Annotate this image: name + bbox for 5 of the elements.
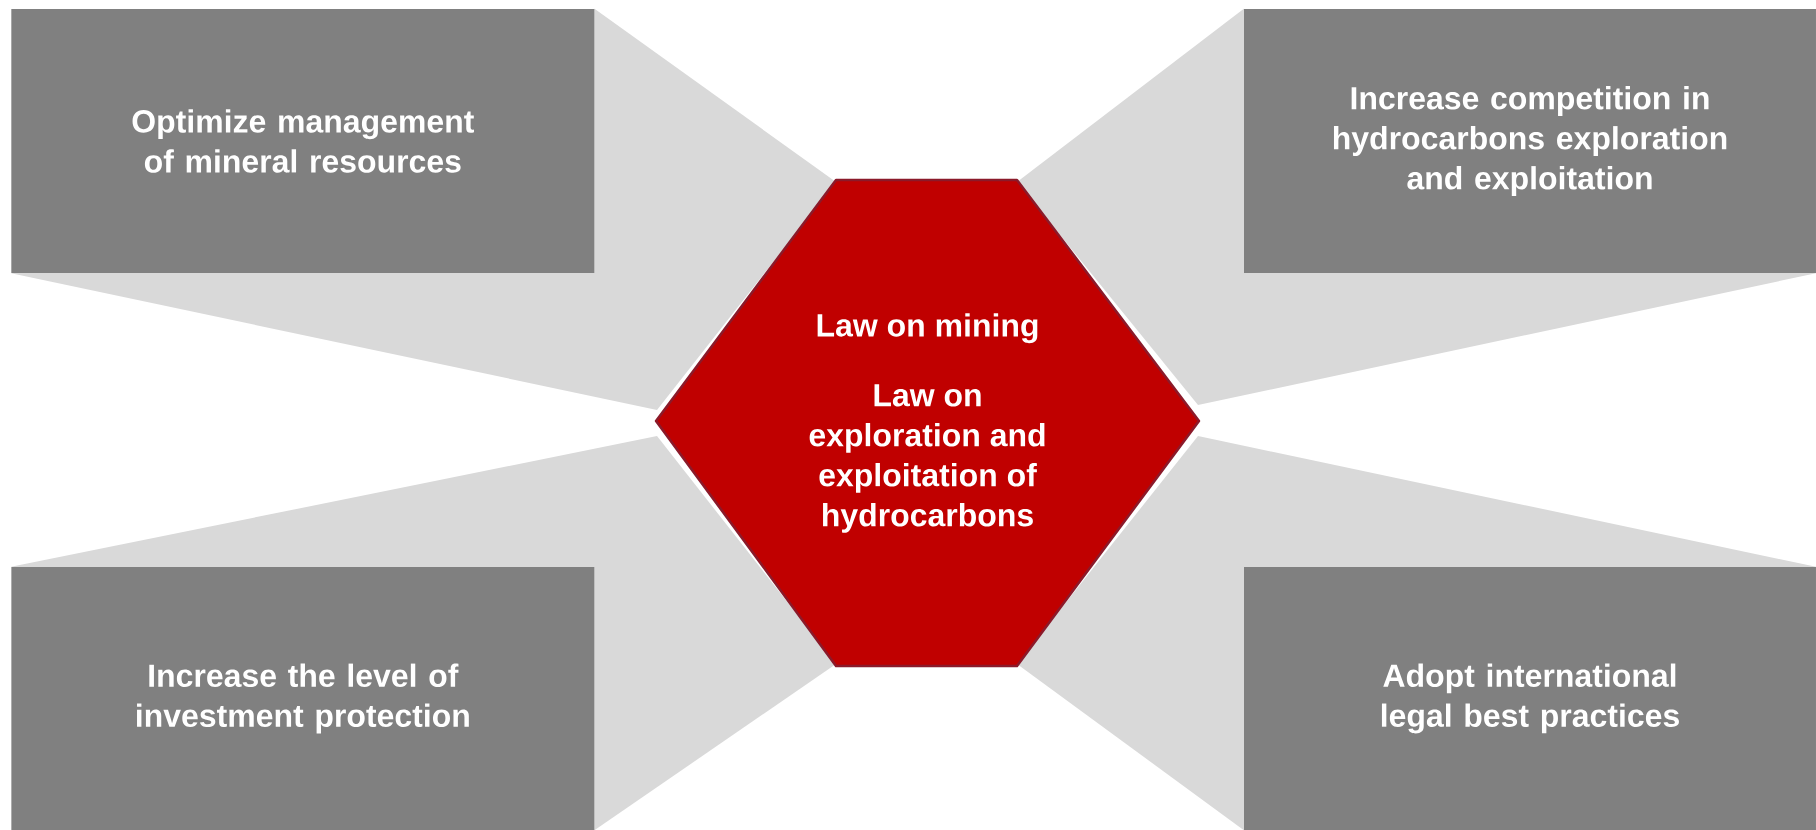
goal-box: Increase competition in hydrocarbons exploration and exploitation xyxy=(1244,9,1816,273)
goal-box: Increase the level of investment protection xyxy=(11,567,595,830)
goal-box: Optimize management of mineral resources xyxy=(11,9,595,273)
law-hexagon: Law on mining Law on exploration and exploitation of hydrocarbons xyxy=(654,178,1201,668)
goal-box: Adopt international legal best practices xyxy=(1244,567,1816,830)
